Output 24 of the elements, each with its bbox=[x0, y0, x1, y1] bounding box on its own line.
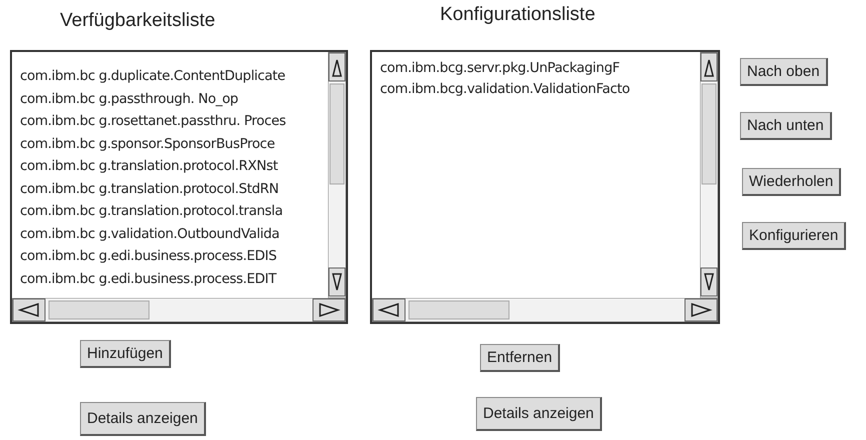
list-item: com.ibm.bc g.rosettanet.passthru. Proces bbox=[20, 113, 286, 129]
button: Wiederholen bbox=[742, 168, 842, 196]
list-item: com.ibm.bc g.translation.protocol.StdRN bbox=[20, 180, 279, 196]
button: Details anzeigen bbox=[476, 397, 602, 431]
button: Nach oben bbox=[740, 58, 828, 86]
list-item: com.ibm.bc g.sponsor.SponsorBusProce bbox=[20, 136, 275, 152]
button: Konfigurieren bbox=[742, 222, 846, 250]
list-title: Konfigurationsliste bbox=[440, 4, 596, 26]
button: Details anzeigen bbox=[80, 402, 206, 436]
list-item: com.ibm.bc g.edi.business.process.EDIT bbox=[20, 270, 276, 286]
list-item: com.ibm.bc g.validation.OutboundValida bbox=[20, 226, 280, 242]
list-item: com.ibm.bc g.duplicate.ContentDuplicate bbox=[20, 68, 286, 84]
button: Nach unten bbox=[740, 112, 832, 140]
button: Hinzufügen bbox=[80, 340, 171, 368]
list-item: com.ibm.bc g.passthrough. No_op bbox=[20, 90, 238, 106]
list-item: com.ibm.bcg.servr.pkg.UnPackagingF bbox=[380, 60, 620, 76]
list-item: com.ibm.bc g.edi.business.process.EDIS bbox=[20, 248, 277, 264]
list-box bbox=[10, 50, 348, 324]
button: Entfernen bbox=[480, 344, 560, 372]
list-item: com.ibm.bc g.translation.protocol.RXNst bbox=[20, 158, 278, 174]
list-title: Verfügbarkeitsliste bbox=[60, 10, 216, 32]
list-item: com.ibm.bc g.translation.protocol.transla bbox=[20, 203, 283, 219]
list-box bbox=[370, 50, 720, 324]
list-item: com.ibm.bcg.validation.ValidationFacto bbox=[380, 81, 630, 97]
